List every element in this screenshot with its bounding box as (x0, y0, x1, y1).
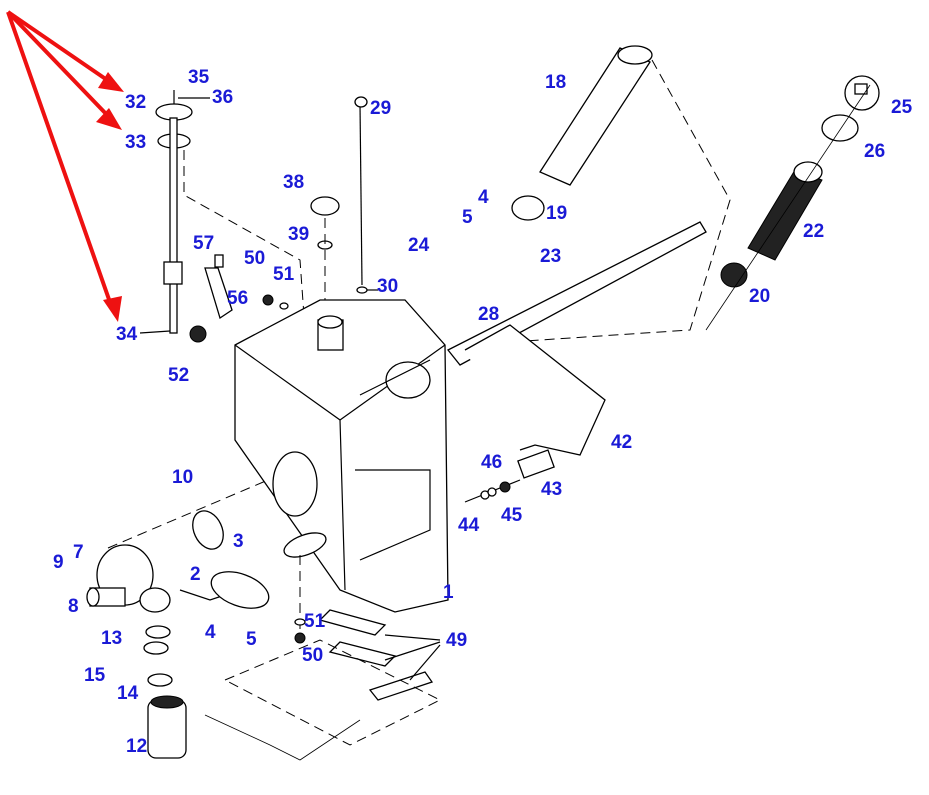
callout-43: 43 (541, 479, 563, 500)
callout-32: 32 (125, 92, 147, 113)
arrow-head-32 (98, 72, 124, 92)
callout-2: 2 (190, 564, 201, 585)
small-fittings (189, 254, 306, 644)
callout-33: 33 (125, 132, 147, 153)
tube-18 (464, 45, 731, 346)
dipstick (354, 96, 378, 294)
callout-4-top: 4 (478, 187, 489, 208)
callout-25: 25 (891, 97, 913, 118)
breather-cap (310, 196, 340, 325)
callout-30: 30 (377, 276, 399, 297)
base-plate (204, 639, 442, 761)
callout-45: 45 (501, 505, 523, 526)
suction-tube (179, 532, 327, 635)
callout-50-top: 50 (244, 248, 266, 269)
callout-18: 18 (545, 72, 567, 93)
callout-24: 24 (408, 235, 430, 256)
arrow-to-34 (6, 11, 114, 309)
callout-13: 13 (101, 628, 123, 649)
filler-neck (86, 479, 269, 759)
arrow-to-33 (6, 10, 112, 120)
filter-assembly (705, 75, 880, 331)
callout-4-bottom: 4 (205, 622, 216, 643)
callout-10: 10 (172, 467, 194, 488)
arrow-head-33 (96, 108, 122, 130)
callout-49: 49 (446, 630, 468, 651)
highlight-arrows (6, 10, 124, 322)
callout-9: 9 (53, 552, 64, 573)
callout-35: 35 (188, 67, 210, 88)
callout-8: 8 (68, 596, 79, 617)
callout-29: 29 (370, 98, 392, 119)
callout-20: 20 (749, 286, 771, 307)
callout-3: 3 (233, 531, 244, 552)
main-tank (234, 299, 449, 613)
strap-bolt (464, 479, 521, 503)
tank-strap (446, 221, 707, 479)
callout-39: 39 (288, 224, 310, 245)
callout-51-bottom: 51 (304, 611, 326, 632)
arrow-to-32 (6, 10, 112, 84)
callout-42: 42 (611, 432, 633, 453)
callout-22: 22 (803, 221, 825, 242)
callout-1: 1 (443, 582, 454, 603)
callout-28: 28 (478, 304, 500, 325)
callout-19: 19 (546, 203, 568, 224)
callout-38: 38 (283, 172, 305, 193)
callout-15: 15 (84, 665, 106, 686)
callout-5-top: 5 (462, 207, 473, 228)
callout-56: 56 (227, 288, 249, 309)
pads (318, 609, 441, 701)
callout-51-top: 51 (273, 264, 295, 285)
callout-50-bottom: 50 (302, 645, 324, 666)
arrow-head-34 (103, 296, 122, 322)
callout-52: 52 (168, 365, 190, 386)
callout-5-bottom: 5 (246, 629, 257, 650)
callout-34: 34 (116, 324, 138, 345)
callout-12: 12 (126, 736, 148, 757)
callout-46: 46 (481, 452, 503, 473)
callout-36: 36 (212, 87, 234, 108)
callout-7: 7 (73, 542, 84, 563)
callout-23: 23 (540, 246, 562, 267)
callout-57: 57 (193, 233, 215, 254)
callout-14: 14 (117, 683, 139, 704)
callout-44: 44 (458, 515, 480, 536)
fuel-level-sender (139, 90, 306, 334)
callout-26: 26 (864, 141, 886, 162)
